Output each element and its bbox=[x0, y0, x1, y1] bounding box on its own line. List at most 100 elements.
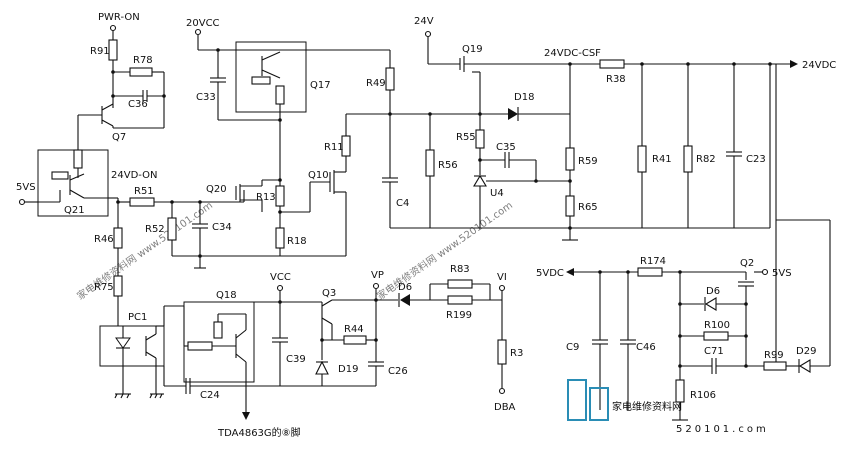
label-r91: R91 bbox=[90, 46, 110, 57]
resistor-r46 bbox=[113, 227, 123, 249]
resistor-r82 bbox=[683, 145, 693, 173]
output-arrow bbox=[790, 60, 798, 68]
label-c36: C36 bbox=[128, 99, 148, 110]
q18-box bbox=[183, 301, 255, 383]
label-r75: R75 bbox=[94, 282, 114, 293]
24v-terminal bbox=[424, 30, 432, 38]
regulator-u4 bbox=[473, 174, 487, 187]
net-label-24vdc-out: 24VDC bbox=[802, 60, 836, 71]
label-r56: R56 bbox=[438, 160, 458, 171]
diagonal-watermark-text-2: 家电维修资料网 www.520101.com bbox=[374, 198, 515, 302]
logo-bar-left bbox=[567, 379, 587, 421]
label-c33: C33 bbox=[196, 92, 216, 103]
output-24vdc-stage: R38 24VDC R41 R82 C23 bbox=[599, 59, 836, 366]
diode-d18 bbox=[508, 108, 518, 120]
optocoupler-pc1 bbox=[99, 325, 165, 367]
label-d29: D29 bbox=[796, 346, 816, 357]
watermark-brand: 家电维修资料网 bbox=[612, 400, 682, 413]
resistor-r199 bbox=[447, 295, 473, 305]
q19-stage: R49 C4 D18 24V Q19 24VDC-CSF R55 bbox=[366, 16, 770, 241]
label-r59: R59 bbox=[578, 156, 598, 167]
resistor-r65 bbox=[565, 195, 575, 217]
label-d18: D18 bbox=[514, 92, 534, 103]
label-r78: R78 bbox=[133, 55, 153, 66]
resistor-q17-bias bbox=[275, 85, 285, 105]
label-r65: R65 bbox=[578, 202, 598, 213]
resistor-r56 bbox=[425, 149, 435, 177]
resistor-r100 bbox=[703, 331, 729, 341]
resistor-q21-be bbox=[51, 171, 69, 180]
label-q19: Q19 bbox=[462, 44, 483, 55]
transistor-q17 bbox=[261, 51, 281, 61]
resistor-q18-base bbox=[187, 341, 213, 351]
label-d19: D19 bbox=[338, 364, 358, 375]
q20-q10-stage: Q20 R13 R18 Q10 R11 bbox=[206, 113, 390, 257]
label-r106: R106 bbox=[690, 390, 716, 401]
watermark-url: 520101.com bbox=[676, 424, 769, 435]
label-q18: Q18 bbox=[216, 290, 237, 301]
label-r44: R44 bbox=[344, 324, 364, 335]
label-q3: Q3 bbox=[322, 288, 336, 299]
label-c35: C35 bbox=[496, 142, 516, 153]
q3-stage: Q3 R44 D19 VP C26 D6 R83 R199 bbox=[315, 264, 523, 413]
resistor-r174 bbox=[637, 267, 663, 277]
net-label-24v: 24V bbox=[414, 16, 434, 27]
net-label-pwr-on: PWR-ON bbox=[98, 12, 140, 23]
label-r52: R52 bbox=[145, 224, 165, 235]
label-r38: R38 bbox=[606, 74, 626, 85]
label-c39: C39 bbox=[286, 354, 306, 365]
resistor-r49 bbox=[385, 67, 395, 91]
label-r55: R55 bbox=[456, 132, 476, 143]
resistor-r55 bbox=[475, 129, 485, 149]
label-r174: R174 bbox=[640, 256, 666, 267]
logo-bar-right bbox=[589, 387, 609, 421]
resistor-q17-be bbox=[251, 76, 271, 85]
dba-terminal bbox=[498, 387, 506, 395]
diode-d6-left bbox=[400, 294, 410, 306]
label-r100: R100 bbox=[704, 320, 730, 331]
label-r51: R51 bbox=[134, 186, 154, 197]
label-r82: R82 bbox=[696, 154, 716, 165]
label-c26: C26 bbox=[388, 366, 408, 377]
label-r199: R199 bbox=[446, 310, 472, 321]
label-c46: C46 bbox=[636, 342, 656, 353]
label-q17: Q17 bbox=[310, 80, 331, 91]
label-q21: Q21 bbox=[64, 205, 85, 216]
label-r18: R18 bbox=[287, 236, 307, 247]
diode-d29 bbox=[798, 359, 811, 373]
label-c9: C9 bbox=[566, 342, 579, 353]
resistor-r41 bbox=[637, 145, 647, 173]
label-d6-left: D6 bbox=[398, 282, 412, 293]
resistor-r78 bbox=[129, 67, 153, 77]
label-c23: C23 bbox=[746, 154, 766, 165]
label-q2: Q2 bbox=[740, 258, 754, 269]
r51-network: 24VD-ON R51 R46 R75 R52 C34 bbox=[94, 170, 286, 326]
net-label-tda: TDA4863G的⑧脚 bbox=[217, 426, 301, 439]
label-r46: R46 bbox=[94, 234, 114, 245]
label-c34: C34 bbox=[212, 222, 232, 233]
net-label-24vd-on: 24VD-ON bbox=[111, 170, 158, 181]
label-r99: R99 bbox=[764, 350, 784, 361]
vcc-terminal bbox=[276, 284, 284, 292]
net-label-5vs-out: 5VS bbox=[772, 268, 792, 279]
q7-stage: PWR-ON R91 R78 C36 Q7 Q2 bbox=[16, 12, 166, 217]
net-label-vp: VP bbox=[371, 270, 384, 281]
watermark-logo: 家电维修资料网 520101.com bbox=[567, 379, 769, 435]
resistor-r51 bbox=[129, 197, 155, 207]
label-c71: C71 bbox=[704, 346, 724, 357]
label-pc1: PC1 bbox=[128, 312, 147, 323]
label-r3: R3 bbox=[510, 348, 523, 359]
zener-d19 bbox=[315, 360, 329, 375]
net-label-5vs-in: 5VS bbox=[16, 182, 36, 193]
label-r83: R83 bbox=[450, 264, 470, 275]
vp-terminal bbox=[372, 282, 380, 290]
label-d6-right: D6 bbox=[706, 286, 720, 297]
5vs-in-terminal bbox=[18, 198, 26, 206]
label-q10: Q10 bbox=[308, 170, 329, 181]
resistor-q21-bias bbox=[73, 149, 83, 169]
resistor-r83 bbox=[447, 279, 473, 289]
pc1-q18-stage: PC1 Q18 bbox=[99, 272, 376, 439]
label-c4: C4 bbox=[396, 198, 409, 209]
label-c24: C24 bbox=[200, 390, 220, 401]
